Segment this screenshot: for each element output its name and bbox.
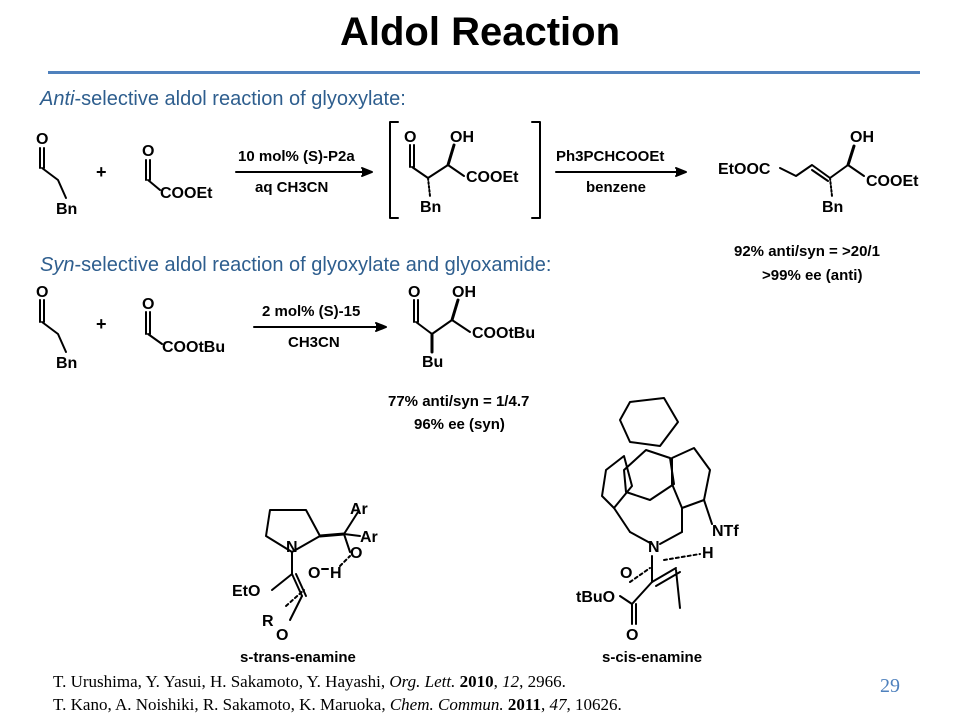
reference-2-volume: 47 — [549, 695, 567, 714]
reference-1-year: 2010 — [459, 672, 494, 691]
caption-s-trans: s-trans-enamine — [240, 649, 356, 666]
reaction-arrow-1 — [235, 167, 373, 177]
atom-bn: Bn — [822, 199, 843, 216]
atom-h: H — [330, 565, 342, 582]
atom-tbuo: tBuO — [576, 589, 615, 606]
aldehyde-reactant-1: O Bn — [36, 131, 77, 218]
reaction-arrow-2 — [555, 167, 687, 177]
atom-bn: Bn — [56, 201, 77, 218]
atom-o: O — [36, 131, 48, 148]
reference-1-volume: 12 — [502, 672, 520, 691]
atom-oh: OH — [452, 284, 476, 301]
section-heading-syn-text: -selective aldol reaction of glyoxylate … — [74, 254, 546, 276]
transition-state-s-trans: Ar Ar N O O H EtO R O — [232, 501, 378, 644]
atom-o: O — [408, 284, 420, 301]
result-1-line2: >99% ee (anti) — [762, 267, 862, 284]
glyoxylate-reactant-2: O COOtBu — [142, 296, 225, 356]
section-heading-anti-colon: : — [400, 88, 406, 110]
atom-cooet: COOEt — [866, 173, 919, 190]
title-divider — [48, 71, 920, 74]
glyoxylate-reactant-1: O COOEt — [142, 143, 213, 202]
atom-o: O — [626, 627, 638, 644]
atom-n: N — [648, 539, 660, 556]
result-1-line1: 92% anti/syn = >20/1 — [734, 243, 880, 260]
reference-1: T. Urushima, Y. Yasui, H. Sakamoto, Y. H… — [53, 672, 566, 691]
plus-sign-1: + — [96, 162, 107, 182]
atom-cootbu: COOtBu — [472, 325, 535, 342]
reference-1-pages: , 2966. — [519, 672, 566, 691]
atom-o: O — [350, 545, 362, 562]
reference-2: T. Kano, A. Noishiki, R. Sakamoto, K. Ma… — [53, 695, 622, 714]
aldehyde-reactant-2: O Bn — [36, 284, 77, 372]
section-heading-anti-text: -selective aldol reaction of glyoxylate — [74, 88, 401, 110]
wittig-solvent: benzene — [586, 179, 646, 196]
wittig-reagent: Ph3PCHCOOEt — [556, 148, 664, 165]
page-number: 29 — [880, 675, 900, 697]
reagent-below-1: aq CH3CN — [255, 179, 328, 196]
caption-s-cis: s-cis-enamine — [602, 649, 702, 666]
atom-oh: OH — [450, 129, 474, 146]
intermediate-bracket — [389, 121, 541, 219]
atom-bn: Bn — [56, 355, 77, 372]
section-heading-anti-prefix: Anti — [40, 88, 75, 110]
reaction-arrow-3 — [253, 322, 387, 332]
result-2-line2: 96% ee (syn) — [414, 416, 505, 433]
reagent-above-2: 2 mol% (S)-15 — [262, 303, 360, 320]
atom-o: O — [36, 284, 48, 301]
section-heading-syn-prefix: Syn — [40, 254, 75, 276]
section-heading-syn: Syn-selective aldol reaction of glyoxyla… — [40, 254, 551, 277]
reference-2-pages: , 10626. — [566, 695, 622, 714]
slide-title: Aldol Reaction — [339, 10, 621, 54]
result-2-line1: 77% anti/syn = 1/4.7 — [388, 393, 529, 410]
product-1: EtOOC OH COOEt Bn — [718, 129, 919, 216]
section-heading-anti: Anti-selective aldol reaction of glyoxyl… — [40, 88, 406, 111]
reference-2-year: 2011 — [507, 695, 541, 714]
atom-o: O — [276, 627, 288, 644]
atom-etooc: EtOOC — [718, 161, 771, 178]
atom-eto: EtO — [232, 583, 260, 600]
atom-r: R — [262, 613, 274, 630]
plus-sign-2: + — [96, 314, 107, 334]
reference-1-journal: Org. Lett. — [389, 672, 456, 691]
atom-o: O — [142, 143, 154, 160]
atom-h: H — [702, 545, 714, 562]
atom-o: O — [308, 565, 320, 582]
atom-cootbu: COOtBu — [162, 339, 225, 356]
atom-cooet: COOEt — [466, 169, 519, 186]
atom-ntf: NTf — [712, 523, 739, 540]
product-2: O OH COOtBu Bu — [408, 284, 535, 371]
reagent-below-2: CH3CN — [288, 334, 340, 351]
reference-2-journal: Chem. Commun. — [389, 695, 504, 714]
atom-bu: Bu — [422, 354, 443, 371]
section-heading-syn-colon: : — [545, 254, 552, 276]
reagent-above-1: 10 mol% (S)-P2a — [238, 148, 355, 165]
atom-oh: OH — [850, 129, 874, 146]
reference-2-authors: T. Kano, A. Noishiki, R. Sakamoto, K. Ma… — [53, 695, 390, 714]
reference-1-authors: T. Urushima, Y. Yasui, H. Sakamoto, Y. H… — [53, 672, 390, 691]
atom-n: N — [286, 539, 298, 556]
atom-o: O — [142, 296, 154, 313]
atom-o: O — [404, 129, 416, 146]
atom-ar-2: Ar — [360, 529, 378, 546]
atom-ar-1: Ar — [350, 501, 368, 518]
transition-state-s-cis: NTf N H O tBuO O — [576, 397, 739, 644]
atom-bn: Bn — [420, 199, 441, 216]
atom-o: O — [620, 565, 632, 582]
aldol-intermediate: O OH COOEt Bn — [404, 129, 519, 216]
atom-cooet: COOEt — [160, 185, 213, 202]
